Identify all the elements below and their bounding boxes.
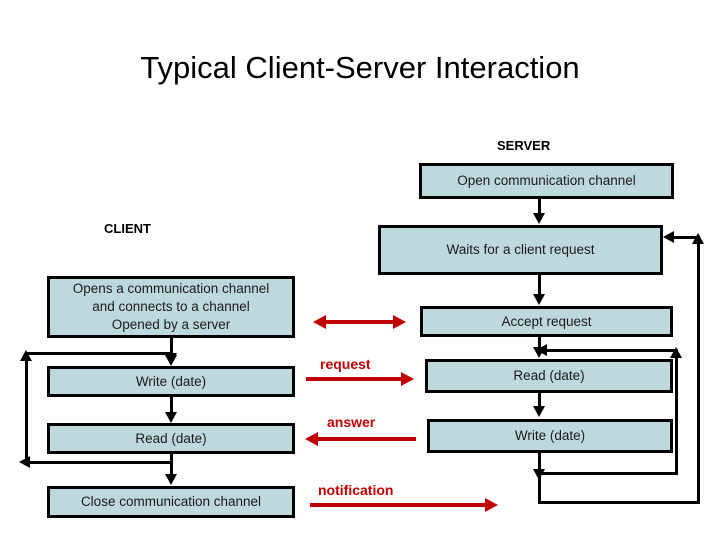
connector-client-loop-down (170, 454, 173, 466)
arrow-right-icon (485, 498, 498, 512)
client-step-label: Read (date) (135, 430, 207, 446)
connector-client-open-to-write (170, 338, 173, 358)
connector-server-write-loop-down (538, 453, 541, 475)
arrow-down-icon (533, 469, 545, 480)
arrow-left-icon (663, 231, 674, 243)
server-step-waits-for-client-request[interactable]: Waits for a client request (378, 225, 663, 275)
client-step-write-date[interactable]: Write (date) (47, 366, 295, 397)
server-step-write-date[interactable]: Write (date) (427, 419, 673, 453)
client-step-read-date[interactable]: Read (date) (47, 423, 295, 454)
client-step-label: Write (date) (135, 373, 207, 389)
connector-client-loop-left (25, 360, 28, 462)
arrow-left-icon (536, 344, 547, 356)
server-step-label: Open communication channel (457, 173, 636, 189)
server-step-read-date[interactable]: Read (date) (425, 359, 673, 393)
server-step-label: Read (date) (513, 368, 585, 384)
page-title: Typical Client-Server Interaction (140, 50, 580, 85)
arrow-down-icon (533, 294, 545, 305)
server-step-label: Waits for a client request (446, 242, 595, 258)
arrow-right-icon (401, 372, 414, 386)
server-column-label: SERVER (497, 138, 551, 153)
client-step-line2: and connects to a channel (92, 299, 250, 315)
client-step-label: Close communication channel (80, 494, 262, 510)
arrow-right-icon (393, 315, 406, 329)
client-step-line1: Opens a communication channel (72, 281, 270, 297)
arrow-up-icon (670, 347, 682, 358)
client-step-close-communication-channel[interactable]: Close communication channel (47, 486, 295, 518)
connector-server-accept-to-read (538, 337, 541, 349)
connector-server-wait-to-accept (538, 275, 541, 295)
server-step-label: Write (date) (514, 428, 586, 444)
connector-server-outer-loop-top (672, 236, 700, 239)
client-step-opens-communication-channel[interactable]: Opens a communication channel and connec… (47, 276, 295, 338)
server-step-label: Accept request (501, 313, 592, 329)
connector-server-outer-loop-down (538, 472, 541, 504)
message-label-answer: answer (327, 414, 376, 430)
message-request-line (306, 377, 402, 381)
connector-server-inner-loop-right (675, 357, 678, 473)
arrow-down-icon (165, 412, 177, 423)
message-notification-line (310, 503, 486, 507)
arrow-left-icon (305, 432, 318, 446)
arrow-up-icon (20, 350, 32, 361)
arrow-down-icon (533, 406, 545, 417)
connector-server-write-loop-bottom (538, 472, 678, 475)
arrow-left-icon (313, 315, 326, 329)
message-label-request: request (320, 356, 371, 372)
connector-client-write-to-read (170, 397, 173, 413)
connector-client-loop-bottom (27, 461, 172, 464)
connector-client-read-to-close (170, 461, 173, 481)
client-step-line3: Opened by a server (111, 316, 231, 332)
server-step-accept-request[interactable]: Accept request (420, 306, 673, 337)
message-handshake-line (325, 320, 394, 324)
connector-server-read-to-write (538, 393, 541, 408)
connector-server-inner-loop-top (545, 349, 678, 352)
arrow-down-icon (165, 474, 177, 485)
connector-server-outer-loop-bottom (538, 501, 700, 504)
client-column-label: CLIENT (104, 221, 151, 236)
message-answer-line (317, 437, 416, 441)
connector-server-open-to-wait (538, 199, 541, 215)
arrow-down-icon (165, 353, 177, 364)
message-label-notification: notification (318, 482, 394, 498)
arrow-left-icon (19, 456, 30, 468)
connector-server-outer-loop-right (697, 243, 700, 503)
arrow-down-icon (533, 213, 545, 224)
arrow-up-icon (692, 233, 704, 244)
server-step-open-communication-channel[interactable]: Open communication channel (419, 163, 674, 199)
connector-client-loop-top (25, 352, 173, 355)
